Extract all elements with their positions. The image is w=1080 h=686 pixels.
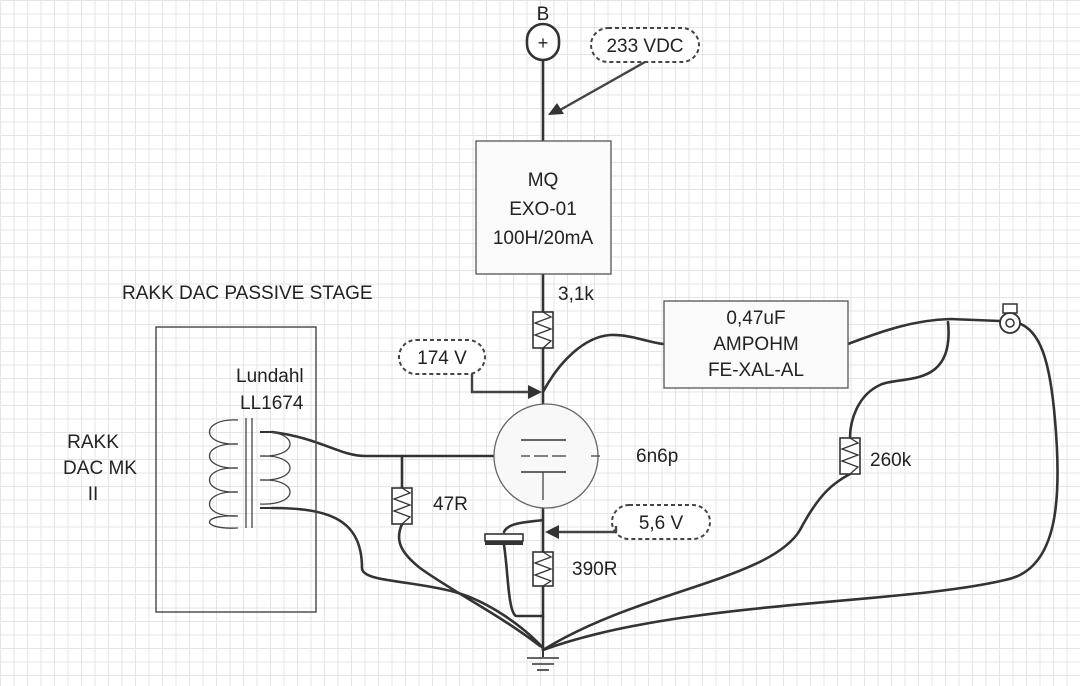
wire-260k-to-ground xyxy=(541,472,852,652)
plus-terminal-icon xyxy=(525,22,561,62)
wire-cathode-cap-top xyxy=(502,518,545,534)
cap-line-1: 0,47uF xyxy=(726,308,785,329)
wire-transformer-return xyxy=(270,506,545,650)
transformer-label-2: LL1674 xyxy=(240,393,304,414)
cap-line-2: AMPOHM xyxy=(713,334,799,355)
choke-box: MQ EXO-01 100H/20mA xyxy=(475,140,612,275)
supply-label: B xyxy=(537,4,550,25)
wire-grid xyxy=(270,430,499,458)
wires xyxy=(270,58,1059,652)
choke-line-1: MQ xyxy=(528,170,559,191)
cap-line-3: FE-XAL-AL xyxy=(708,360,804,381)
wire-cap-to-output-jack xyxy=(846,317,1002,346)
output-resistor-label: 260k xyxy=(870,450,912,471)
dac-label-1: RAKK xyxy=(67,432,119,453)
coupling-cap-box: 0,47uF AMPOHM FE-XAL-AL xyxy=(663,300,849,389)
arrow-head-icon xyxy=(545,525,559,539)
wire-cathode-cap-bottom xyxy=(502,543,545,618)
choke-line-2: EXO-01 xyxy=(509,199,577,220)
choke-line-3: 100H/20mA xyxy=(493,228,594,249)
wire-output-to-260k xyxy=(848,320,950,440)
grid-resistor-label: 47R xyxy=(433,494,468,515)
cathode-resistor: 390R xyxy=(532,551,617,587)
dac-label-3: II xyxy=(88,484,99,505)
plus-symbol: + xyxy=(538,33,549,53)
wire-47r-to-ground xyxy=(397,522,542,648)
wire-jack-ground-return xyxy=(541,321,1059,652)
supply-terminal: B + xyxy=(525,4,561,62)
callout-cathode-voltage: 5,6 V xyxy=(545,504,711,540)
anode-voltage-text: 174 V xyxy=(417,348,467,369)
stage-title: RAKK DAC PASSIVE STAGE xyxy=(122,283,373,304)
callout-anode-voltage: 174 V xyxy=(398,339,542,399)
output-jack-icon xyxy=(999,303,1021,334)
anode-resistor: 3,1k xyxy=(532,284,594,349)
supply-voltage-text: 233 VDC xyxy=(606,36,683,57)
transformer-label-1: Lundahl xyxy=(236,366,304,387)
callout-supply-voltage: 233 VDC xyxy=(548,27,700,115)
output-resistor: 260k xyxy=(839,437,912,475)
cathode-resistor-label: 390R xyxy=(572,559,617,580)
transformer-icon xyxy=(208,418,291,529)
grid-resistor: 47R xyxy=(391,487,468,525)
tube-6n6p: 6n6p xyxy=(493,403,678,509)
passive-stage-box xyxy=(155,326,317,613)
arrow-head-icon xyxy=(548,103,564,115)
wire-plate-to-cap xyxy=(541,333,666,394)
anode-resistor-label: 3,1k xyxy=(558,284,594,305)
arrow-head-icon xyxy=(528,385,542,399)
dac-label-2: DAC MK xyxy=(63,458,137,479)
ground-icon xyxy=(527,650,559,671)
tube-label: 6n6p xyxy=(636,446,678,467)
cathode-voltage-text: 5,6 V xyxy=(639,513,684,534)
cathode-capacitor-icon xyxy=(484,533,524,545)
